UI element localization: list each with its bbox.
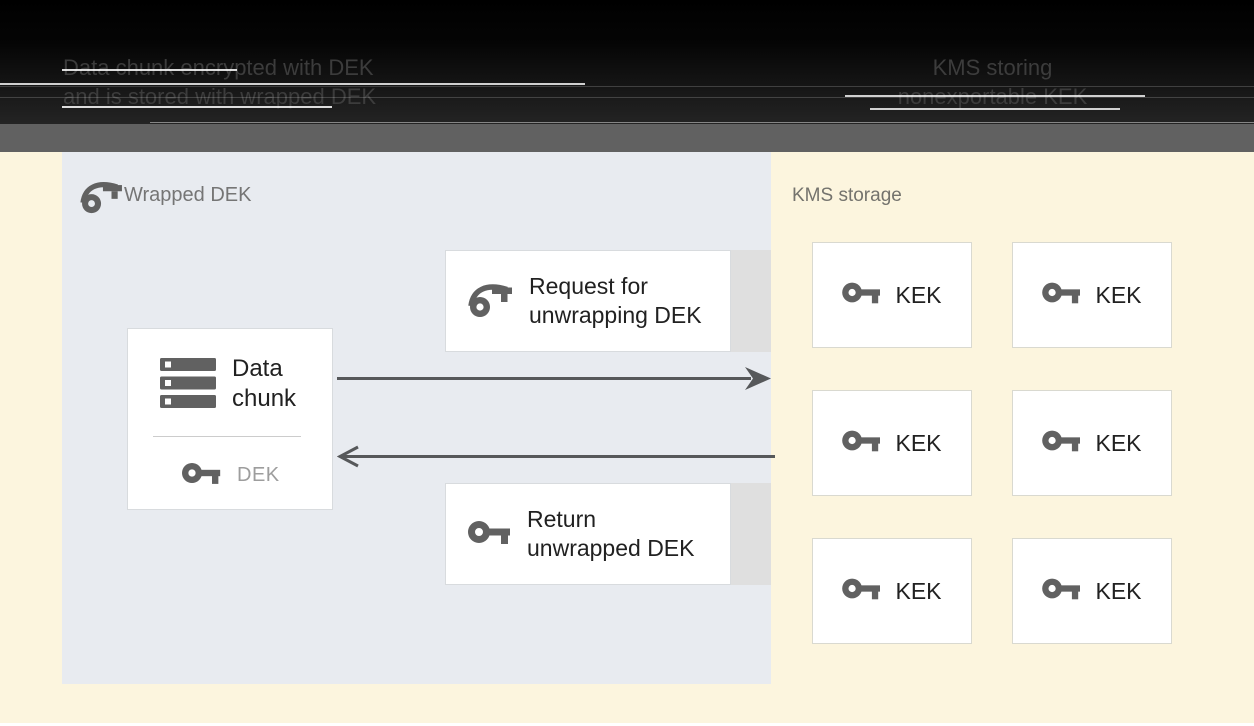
data-chunk-card: Data chunk DEK (127, 328, 333, 510)
data-chunk-label-line2: chunk (232, 385, 297, 412)
data-chunk-label-line1: Data (232, 355, 283, 382)
request-card-tail (731, 250, 771, 352)
key-icon (1042, 279, 1082, 311)
left-caption-line2: and is stored with wrapped DEK (63, 84, 377, 109)
key-icon (842, 279, 882, 311)
key-icon (842, 427, 882, 459)
kek-label: KEK (895, 577, 942, 604)
wrapped-key-icon (468, 279, 514, 324)
request-card-line2: unwrapping DEK (529, 302, 702, 328)
kek-label: KEK (895, 281, 942, 308)
arrow-left (337, 445, 775, 468)
request-unwrapping-card: Request for unwrapping DEK (445, 250, 731, 352)
kek-label: KEK (895, 429, 942, 456)
caption-header: Data chunk encrypted with DEK and is sto… (0, 0, 1254, 124)
left-caption-line1: Data chunk encrypted with DEK (63, 55, 374, 80)
kek-card: KEK (812, 390, 972, 496)
data-chunk-label: Data chunk (232, 354, 296, 414)
kek-card: KEK (1012, 390, 1172, 496)
request-card-line1: Request for (529, 273, 648, 299)
kms-storage-title: KMS storage (792, 185, 902, 206)
return-card-label: Return unwrapped DEK (527, 505, 695, 563)
arrow-right (337, 367, 771, 390)
key-icon (1042, 427, 1082, 459)
kek-label: KEK (1095, 577, 1142, 604)
return-card-tail (731, 483, 771, 585)
key-icon (1042, 575, 1082, 607)
right-caption: KMS storing nonexportable KEK (845, 53, 1140, 111)
key-icon (842, 575, 882, 607)
right-caption-line2: nonexportable KEK (897, 84, 1088, 109)
left-caption: Data chunk encrypted with DEK and is sto… (63, 53, 376, 111)
return-unwrapped-card: Return unwrapped DEK (445, 483, 731, 585)
divider-bar (0, 124, 1254, 152)
bottom-margin (0, 723, 1254, 726)
kek-label: KEK (1095, 281, 1142, 308)
dek-label: DEK (237, 464, 280, 486)
wrapped-dek-panel-title: Wrapped DEK (124, 184, 252, 206)
kek-card: KEK (812, 242, 972, 348)
key-icon (182, 459, 222, 492)
kek-grid: KEK KEK KEK KEK KEK KEK (812, 242, 1172, 644)
key-icon (468, 517, 512, 552)
kek-card: KEK (1012, 242, 1172, 348)
kek-label: KEK (1095, 429, 1142, 456)
wrapped-key-icon (80, 177, 124, 220)
storage-stack-icon (160, 358, 216, 413)
kek-card: KEK (812, 538, 972, 644)
request-card-label: Request for unwrapping DEK (529, 272, 702, 330)
card-divider (153, 436, 301, 437)
return-card-line2: unwrapped DEK (527, 535, 695, 561)
right-caption-line1: KMS storing (932, 55, 1053, 80)
return-card-line1: Return (527, 506, 597, 532)
dek-row: DEK (182, 459, 280, 492)
render-artifact-line (150, 122, 1254, 123)
kek-card: KEK (1012, 538, 1172, 644)
